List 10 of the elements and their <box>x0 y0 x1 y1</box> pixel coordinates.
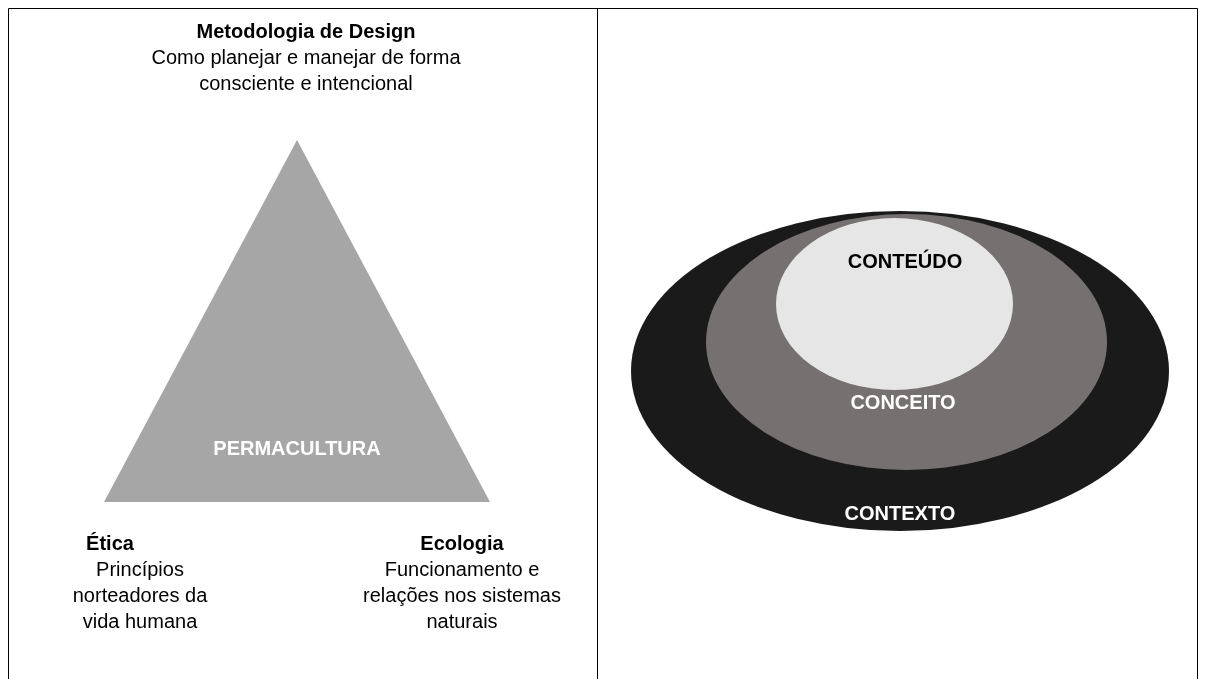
shape-label: PERMACULTURA <box>213 436 381 460</box>
description-text: Princípios norteadores da vida humana <box>71 557 209 634</box>
shape-label: CONCEITO <box>850 390 956 414</box>
shape-label: CONTEÚDO <box>847 249 963 273</box>
heading: Ética <box>85 531 135 556</box>
heading: Metodologia de Design <box>195 19 417 44</box>
description-text: Funcionamento e relações nos sistemas naturais <box>362 557 562 634</box>
heading: Ecologia <box>419 531 505 556</box>
shape-label: CONTEXTO <box>844 501 956 525</box>
description-text: Como planejar e manejar de forma consciente e intencional <box>150 45 462 96</box>
